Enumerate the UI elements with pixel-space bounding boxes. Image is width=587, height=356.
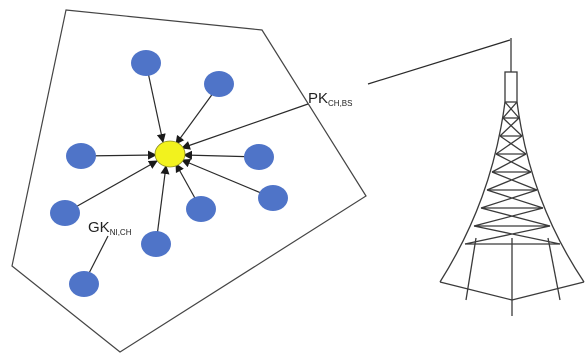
gk-label-main: GK — [88, 219, 110, 236]
sensor-node-icon — [258, 185, 288, 211]
sensor-node-icon — [141, 231, 171, 257]
arrow-line — [64, 160, 158, 214]
sensor-node-icon — [131, 50, 161, 76]
sensor-node-icon — [50, 200, 80, 226]
pk-label-main: PK — [308, 90, 328, 107]
base-station-tower-icon — [439, 38, 585, 316]
sensor-node-icon — [66, 143, 96, 169]
arrow-line — [155, 165, 170, 245]
arrow-line — [181, 158, 274, 199]
sensor-node-icon — [186, 196, 216, 222]
pk-label-sub: CH,BS — [328, 99, 352, 108]
tower-base-right — [547, 237, 561, 301]
sensor-node-icon — [69, 271, 99, 297]
arrow-line — [145, 62, 166, 143]
cluster-head-icon — [154, 140, 186, 168]
tower-base-cross — [511, 281, 585, 301]
tower-base-left — [465, 237, 477, 301]
pk-tower-link — [367, 39, 511, 85]
cluster-boundary — [11, 9, 367, 353]
gk-label-sub: NI,CH — [110, 228, 132, 237]
tower-right-leg — [516, 101, 585, 283]
arrow-line — [181, 103, 309, 150]
tower-top-block — [504, 71, 518, 103]
sensor-node-icon — [204, 71, 234, 97]
gk-label: GKNI,CH — [88, 219, 132, 237]
tower-left-leg — [439, 101, 506, 283]
tower-lattice — [464, 101, 561, 245]
pk-label: PKCH,BS — [308, 90, 352, 108]
tower-base-cross — [439, 281, 513, 301]
sensor-nodes — [50, 50, 288, 297]
sensor-node-icon — [244, 144, 274, 170]
